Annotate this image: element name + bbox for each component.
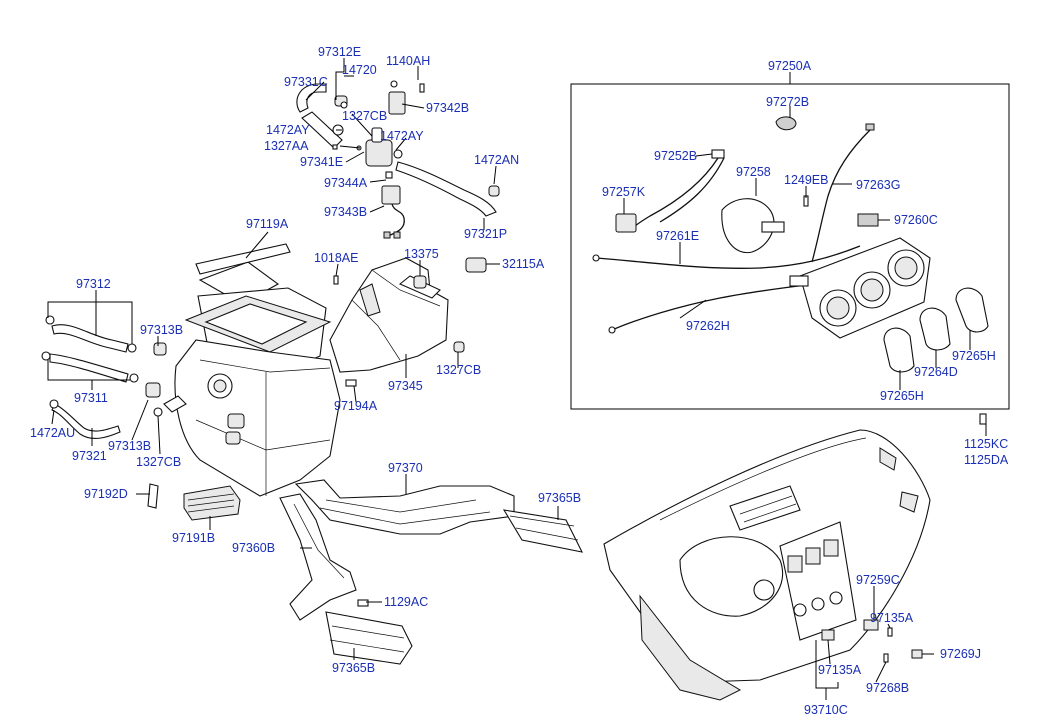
heater-unit-group	[147, 243, 341, 521]
bolt-1018ae	[333, 275, 339, 285]
part-label: 97258	[736, 165, 771, 179]
part-label: 1327CB	[436, 363, 481, 377]
part-label: 97259C	[856, 573, 900, 587]
part-label: 97313B	[140, 323, 183, 337]
part-label: 97194A	[334, 399, 378, 413]
air-ducts-group	[279, 257, 583, 665]
part-label: 97250A	[768, 59, 812, 73]
part-label: 97268B	[866, 681, 909, 695]
part-label: 97263G	[856, 178, 900, 192]
part-label: 32115A	[502, 257, 545, 271]
part-label: 13375	[404, 247, 439, 261]
control-unit-group	[592, 116, 989, 373]
water-valve-group	[296, 80, 500, 239]
part-label: 1327AA	[264, 139, 309, 153]
part-label: 1125DA	[964, 453, 1009, 467]
part-label: 97265H	[880, 389, 924, 403]
bolt-1140ah	[419, 83, 425, 93]
dashboard-group	[603, 413, 987, 701]
part-label: 97341E	[300, 155, 343, 169]
part-label: 97261E	[656, 229, 699, 243]
part-label: 97331C	[284, 75, 328, 89]
part-labels: 97312E 14720 1140AH 97331C 97342B 1327CB…	[30, 45, 1009, 717]
part-label: 97135A	[870, 611, 914, 625]
part-label: 97257K	[602, 185, 646, 199]
part-label: 1472AY	[266, 123, 310, 137]
part-label: 97192D	[84, 487, 128, 501]
part-label: 97360B	[232, 541, 275, 555]
part-label: 93710C	[804, 703, 848, 717]
part-label: 97311	[74, 391, 108, 405]
part-label: 97312E	[318, 45, 361, 59]
part-label: 97119A	[246, 217, 289, 231]
part-label: 97343B	[324, 205, 367, 219]
part-label: 97260C	[894, 213, 938, 227]
part-label: 97313B	[108, 439, 151, 453]
part-label: 97365B	[332, 661, 375, 675]
part-label: 1327CB	[136, 455, 181, 469]
part-label: 1472AU	[30, 426, 75, 440]
part-label: 97345	[388, 379, 423, 393]
part-label: 1140AH	[386, 54, 430, 68]
part-label: 97342B	[426, 101, 469, 115]
part-label: 1472AY	[380, 129, 424, 143]
part-label: 97370	[388, 461, 423, 475]
part-label: 1472AN	[474, 153, 519, 167]
part-label: 97321	[72, 449, 107, 463]
part-label: 97262H	[686, 319, 730, 333]
part-label: 1129AC	[384, 595, 428, 609]
part-label: 1327CB	[342, 109, 387, 123]
heater-hoses-group	[41, 315, 167, 440]
part-label: 97135A	[818, 663, 862, 677]
part-label: 97265H	[952, 349, 996, 363]
part-label: 97365B	[538, 491, 581, 505]
part-label: 97264D	[914, 365, 958, 379]
part-label: 97252B	[654, 149, 697, 163]
control-assembly-frame	[570, 83, 1010, 410]
part-label: 97269J	[940, 647, 981, 661]
part-label: 1018AE	[314, 251, 358, 265]
part-label: 1125KC	[964, 437, 1008, 451]
part-label: 97321P	[464, 227, 507, 241]
part-label: 97191B	[172, 531, 215, 545]
part-label: 97312	[76, 277, 111, 291]
leader-lines	[47, 58, 987, 700]
part-label: 97272B	[766, 95, 809, 109]
part-label: 1249EB	[784, 173, 828, 187]
part-label: 14720	[342, 63, 377, 77]
part-label: 97344A	[324, 176, 368, 190]
